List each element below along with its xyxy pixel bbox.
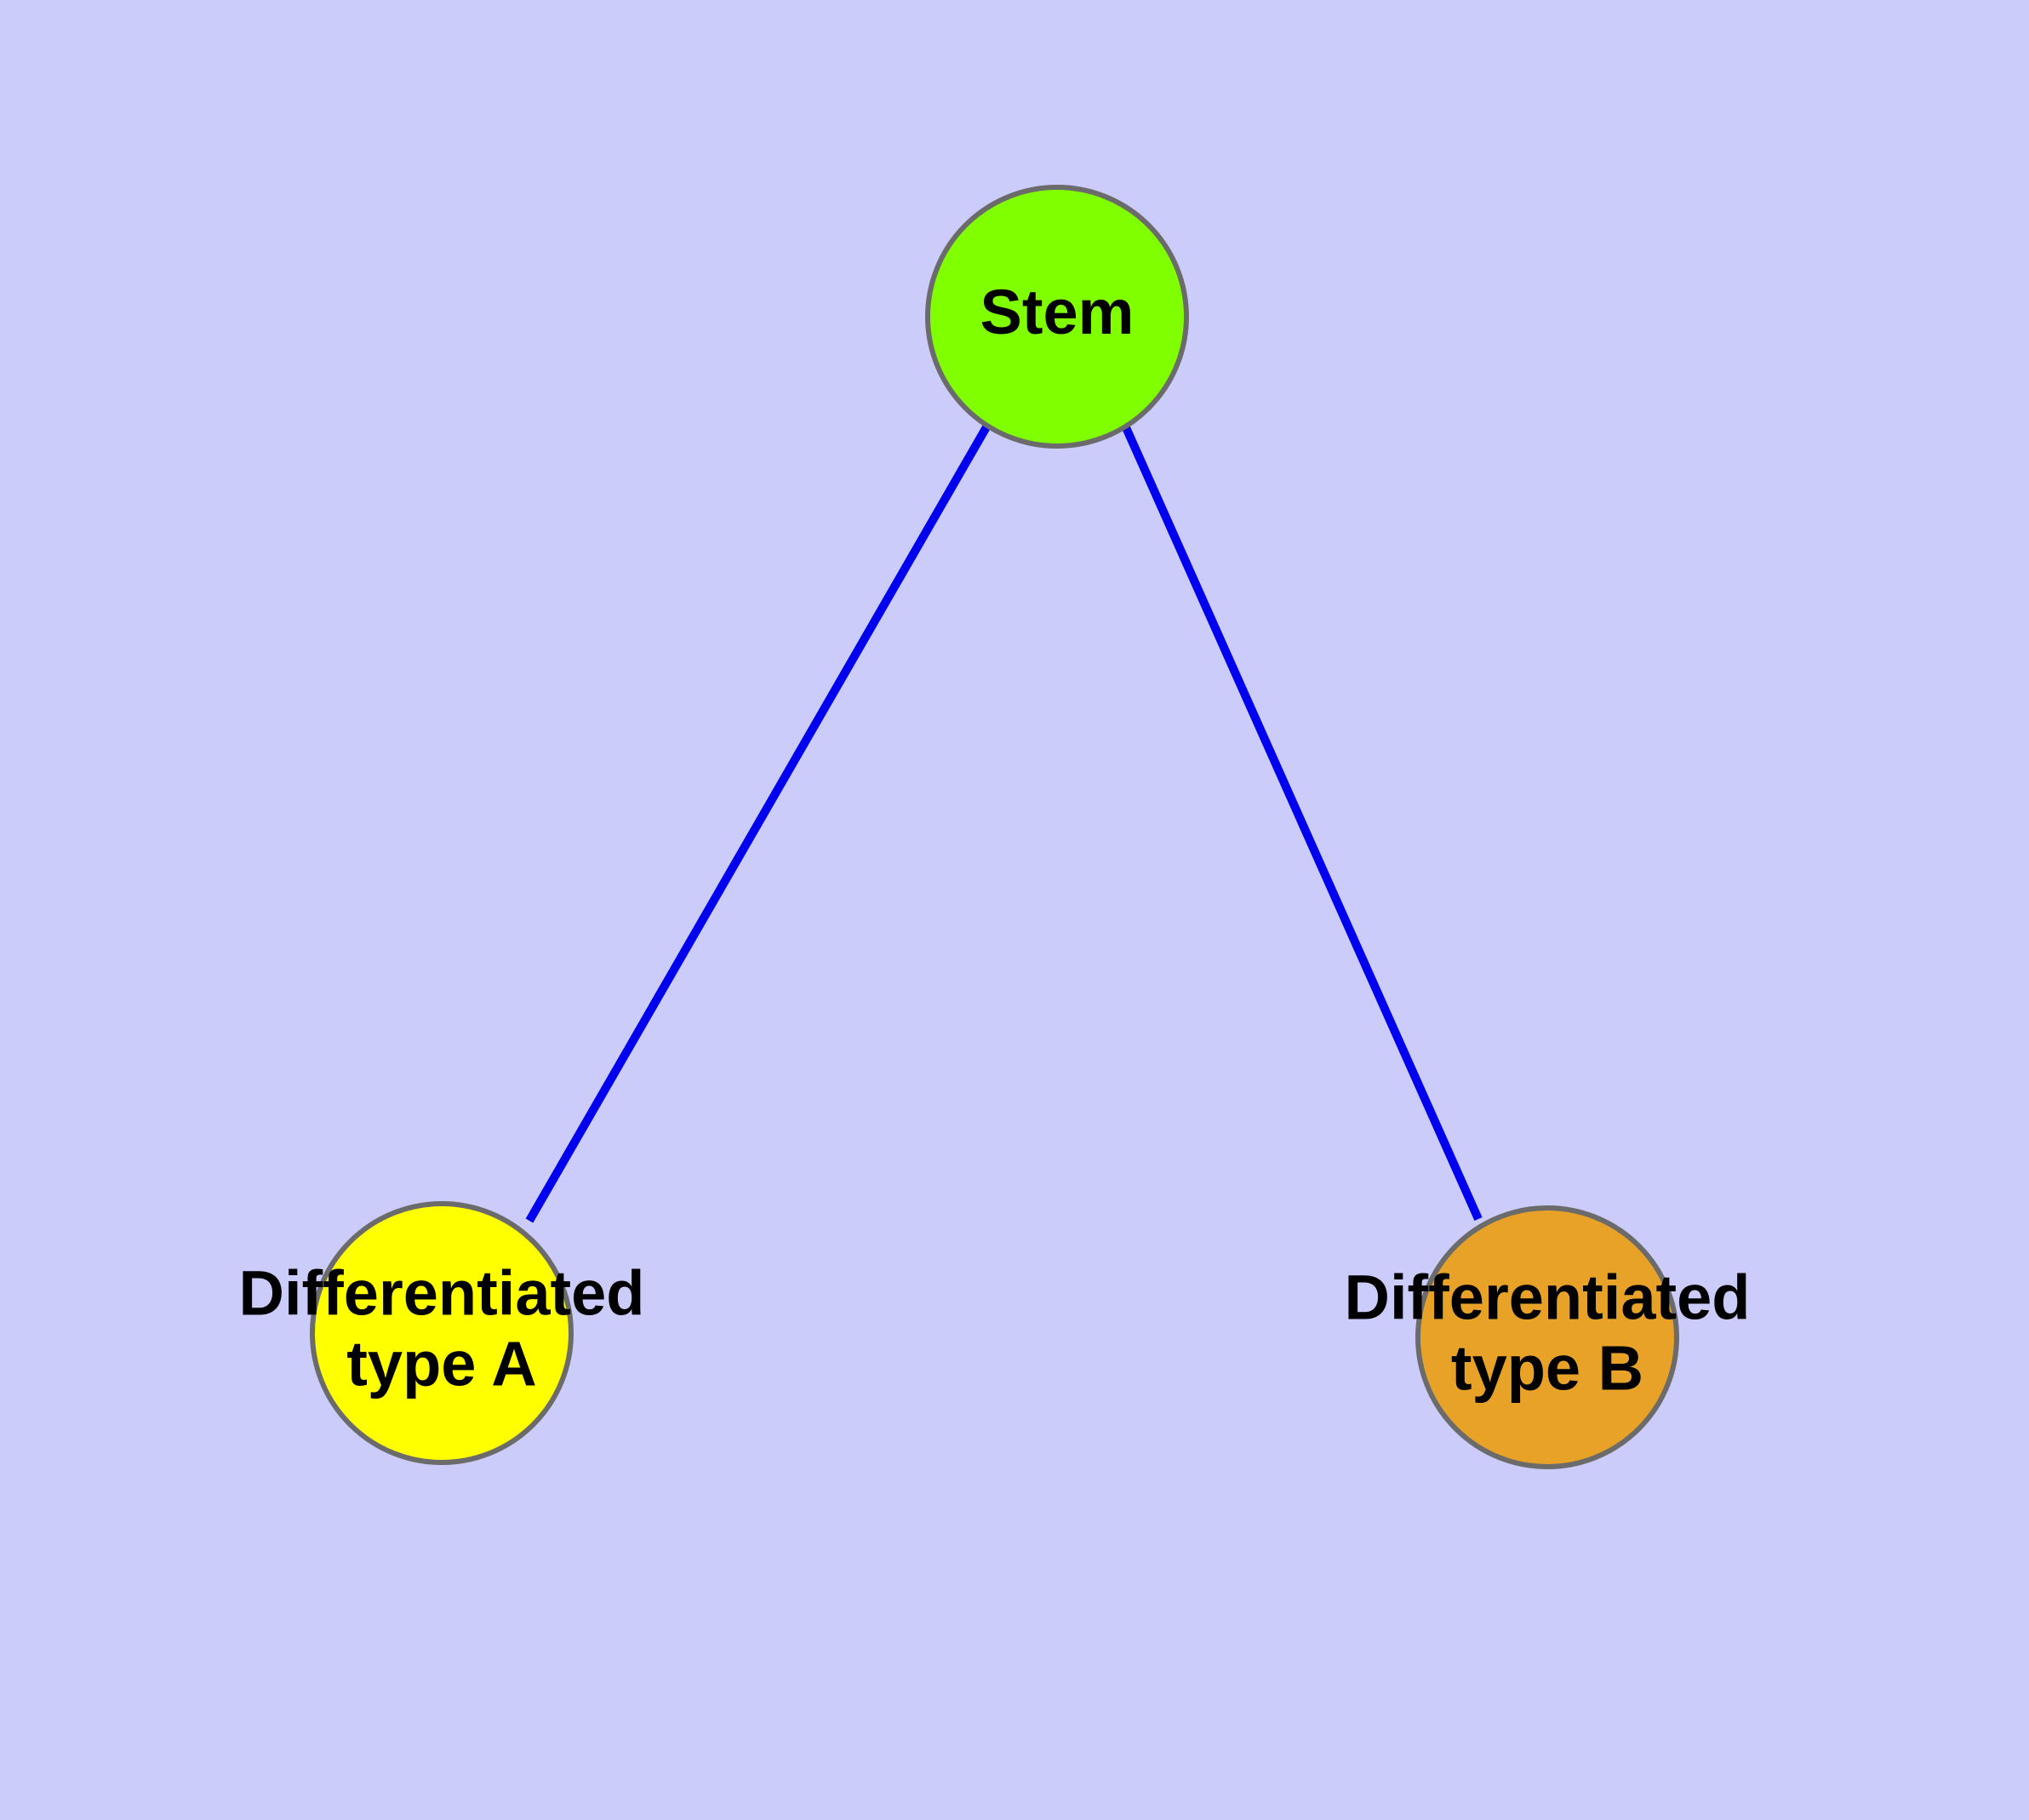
edge-layer [525, 423, 1483, 1223]
graph-node-label-line: Differentiated [239, 1257, 645, 1328]
graph-node-label-line: type A [346, 1328, 536, 1399]
graph-node-label-line: Differentiated [1345, 1262, 1751, 1332]
graph-node-label-line: type B [1451, 1332, 1643, 1403]
graph-edge-stem-diff_a[interactable] [525, 423, 992, 1223]
graph-edge-stem-diff_b[interactable] [1121, 423, 1483, 1222]
graph-node-diff_b[interactable] [1415, 1205, 1679, 1469]
node-layer [310, 185, 1679, 1469]
graph-node-label-line: Stem [980, 277, 1135, 347]
graph-node-label-stem: Stem [980, 277, 1135, 347]
graph-node-stem[interactable] [925, 185, 1189, 449]
graph-node-diff_a[interactable] [310, 1201, 574, 1465]
